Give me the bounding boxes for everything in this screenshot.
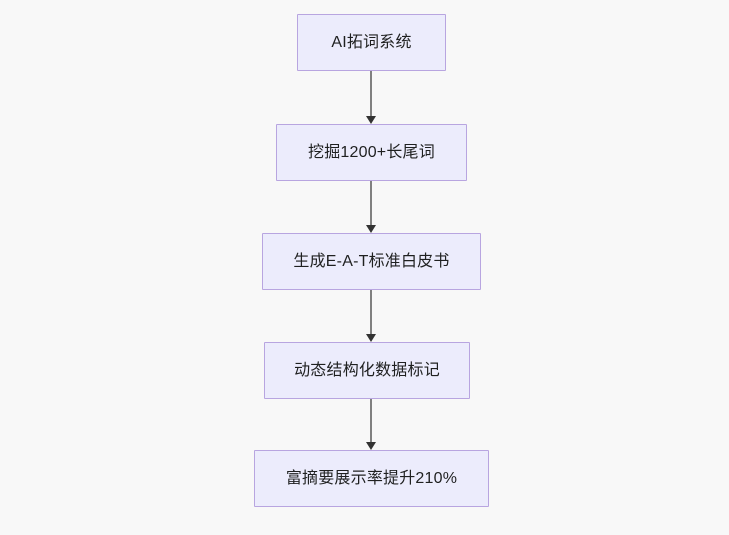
flowchart-node-label: 生成E-A-T标准白皮书 xyxy=(293,252,450,270)
flowchart-node-generate-eat-whitepaper[interactable]: 生成E-A-T标准白皮书 xyxy=(262,233,481,290)
arrow-head-down-icon xyxy=(366,225,376,233)
flowchart-node-ai-keyword-system[interactable]: AI拓词系统 xyxy=(297,14,446,71)
flowchart-arrow-down-3 xyxy=(359,290,383,342)
arrow-shaft xyxy=(370,71,372,117)
arrow-shaft xyxy=(370,290,372,335)
flowchart-node-label: 挖掘1200+长尾词 xyxy=(308,143,435,161)
flowchart-node-dynamic-structured-data-markup[interactable]: 动态结构化数据标记 xyxy=(264,342,470,399)
flowchart-node-label: 动态结构化数据标记 xyxy=(294,361,440,379)
arrow-head-down-icon xyxy=(366,334,376,342)
flowchart-node-label: AI拓词系统 xyxy=(331,33,412,51)
arrow-head-down-icon xyxy=(366,442,376,450)
flowchart-arrow-down-1 xyxy=(359,71,383,124)
flowchart-arrow-down-4 xyxy=(359,399,383,450)
flowchart-arrow-down-2 xyxy=(359,181,383,233)
arrow-head-down-icon xyxy=(366,116,376,124)
flowchart-node-rich-snippet-impression-lift[interactable]: 富摘要展示率提升210% xyxy=(254,450,489,507)
arrow-shaft xyxy=(370,181,372,226)
flowchart-node-mine-longtail-keywords[interactable]: 挖掘1200+长尾词 xyxy=(276,124,467,181)
flowchart-node-label: 富摘要展示率提升210% xyxy=(285,469,458,487)
arrow-shaft xyxy=(370,399,372,443)
